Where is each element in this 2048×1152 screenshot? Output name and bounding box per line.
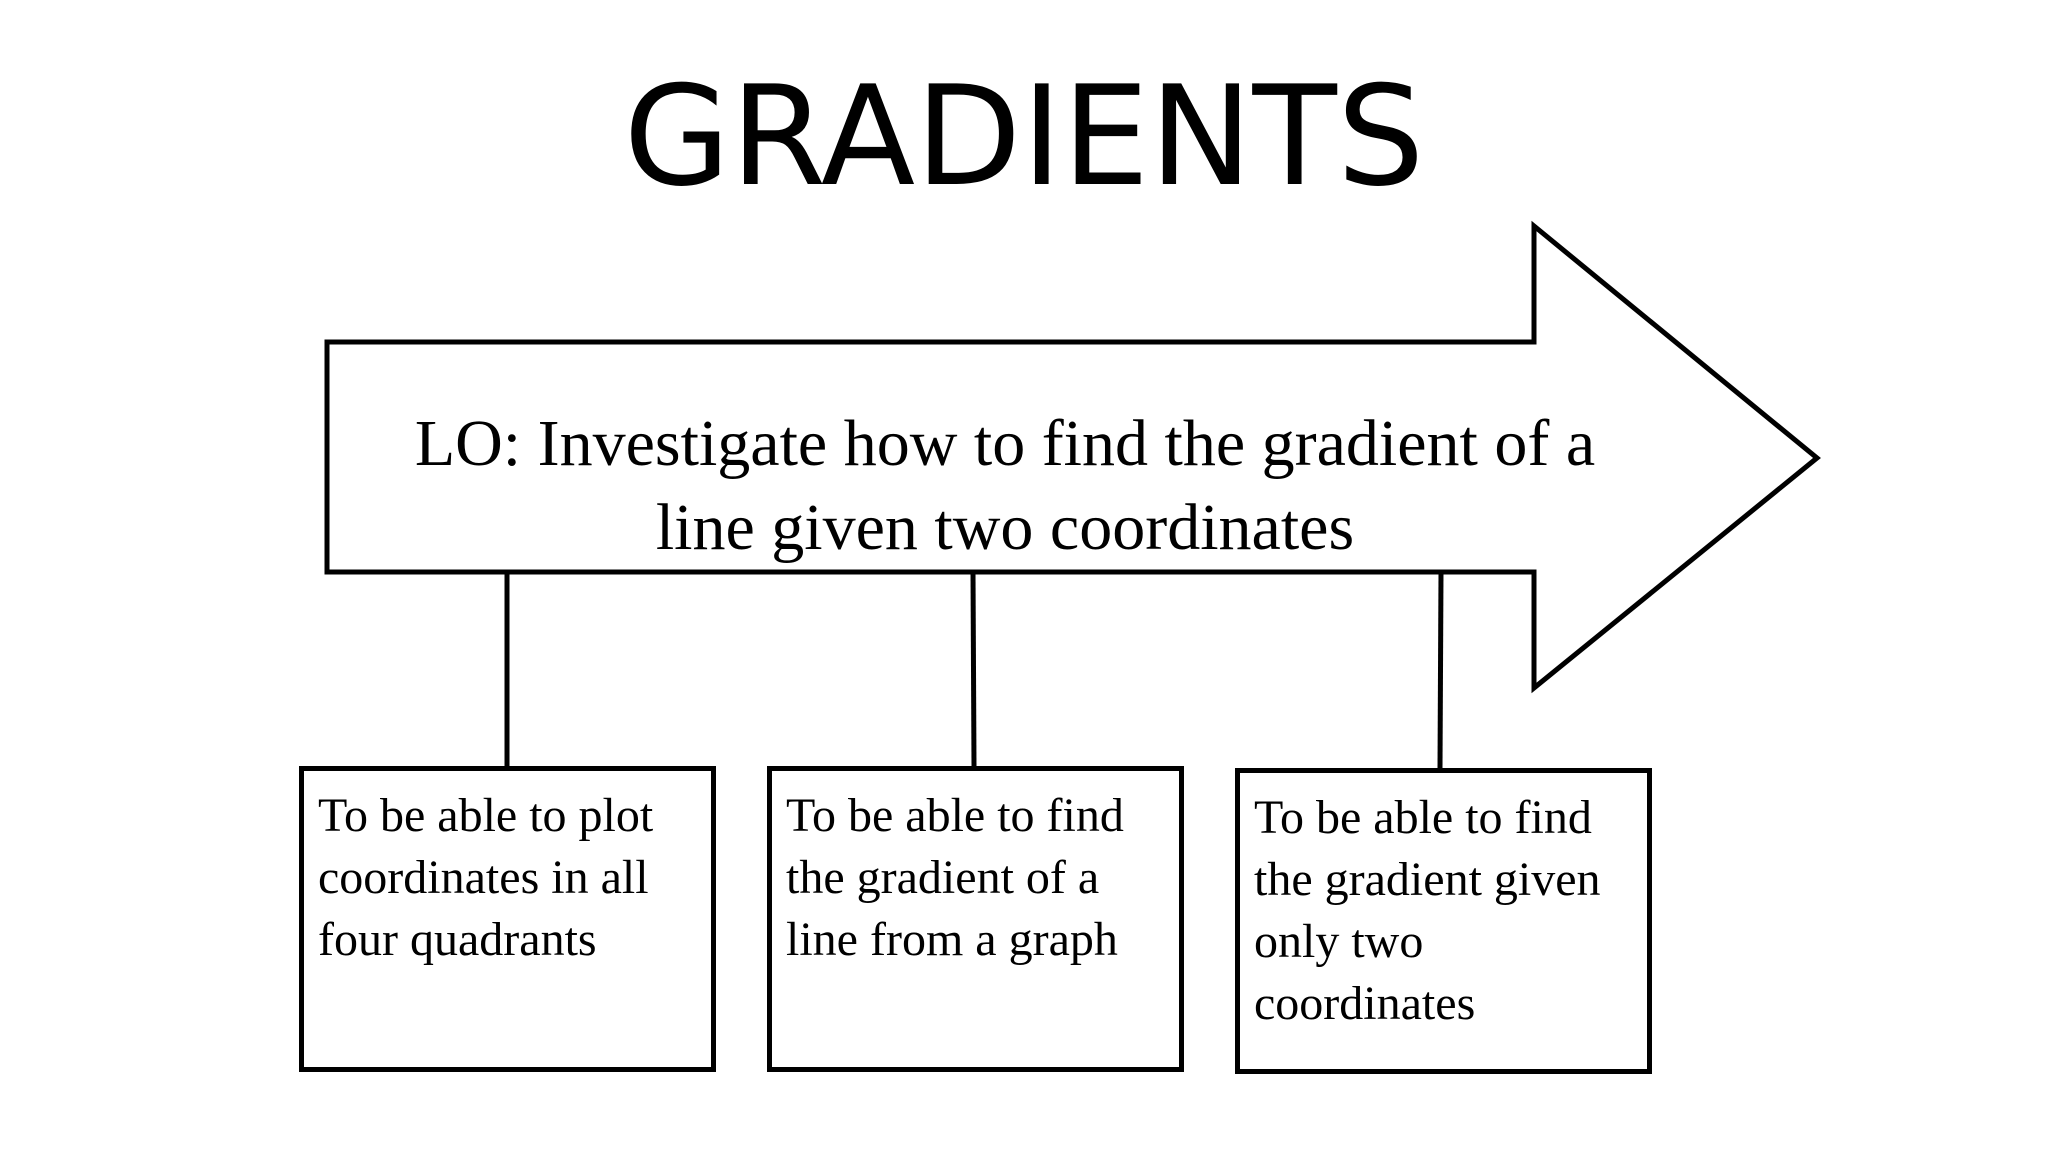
objective-arrow-shape [324,220,1821,694]
learning-objective-line-1: LO: Investigate how to find the gradient… [414,407,1596,480]
step-box-1: To be able to plot coordinates in all fo… [299,766,716,1072]
step-box-2: To be able to find the gradient of a lin… [767,766,1184,1072]
step-2-line-3: line from a graph [786,913,1118,966]
step-1-line-2: coordinates in all [318,851,649,904]
step-3-line-1: To be able to find [1254,791,1592,844]
step-3-line-4: coordinates [1254,977,1476,1030]
slide-title: GRADIENTS [623,56,1425,217]
step-2-line-1: To be able to find [786,789,1124,842]
connector-line-3 [1437,571,1444,769]
step-3-line-3: only two [1254,915,1424,968]
step-1-line-3: four quadrants [318,913,597,966]
step-3-line-2: the gradient given [1254,853,1601,906]
learning-objective-line-2: line given two coordinates [655,491,1355,564]
step-1-line-1: To be able to plot [318,789,654,842]
connector-line-2 [970,571,977,767]
step-box-3: To be able to find the gradient given on… [1235,768,1652,1074]
step-2-line-2: the gradient of a [786,851,1100,904]
learning-objective: LO: Investigate how to find the gradient… [340,402,1670,570]
